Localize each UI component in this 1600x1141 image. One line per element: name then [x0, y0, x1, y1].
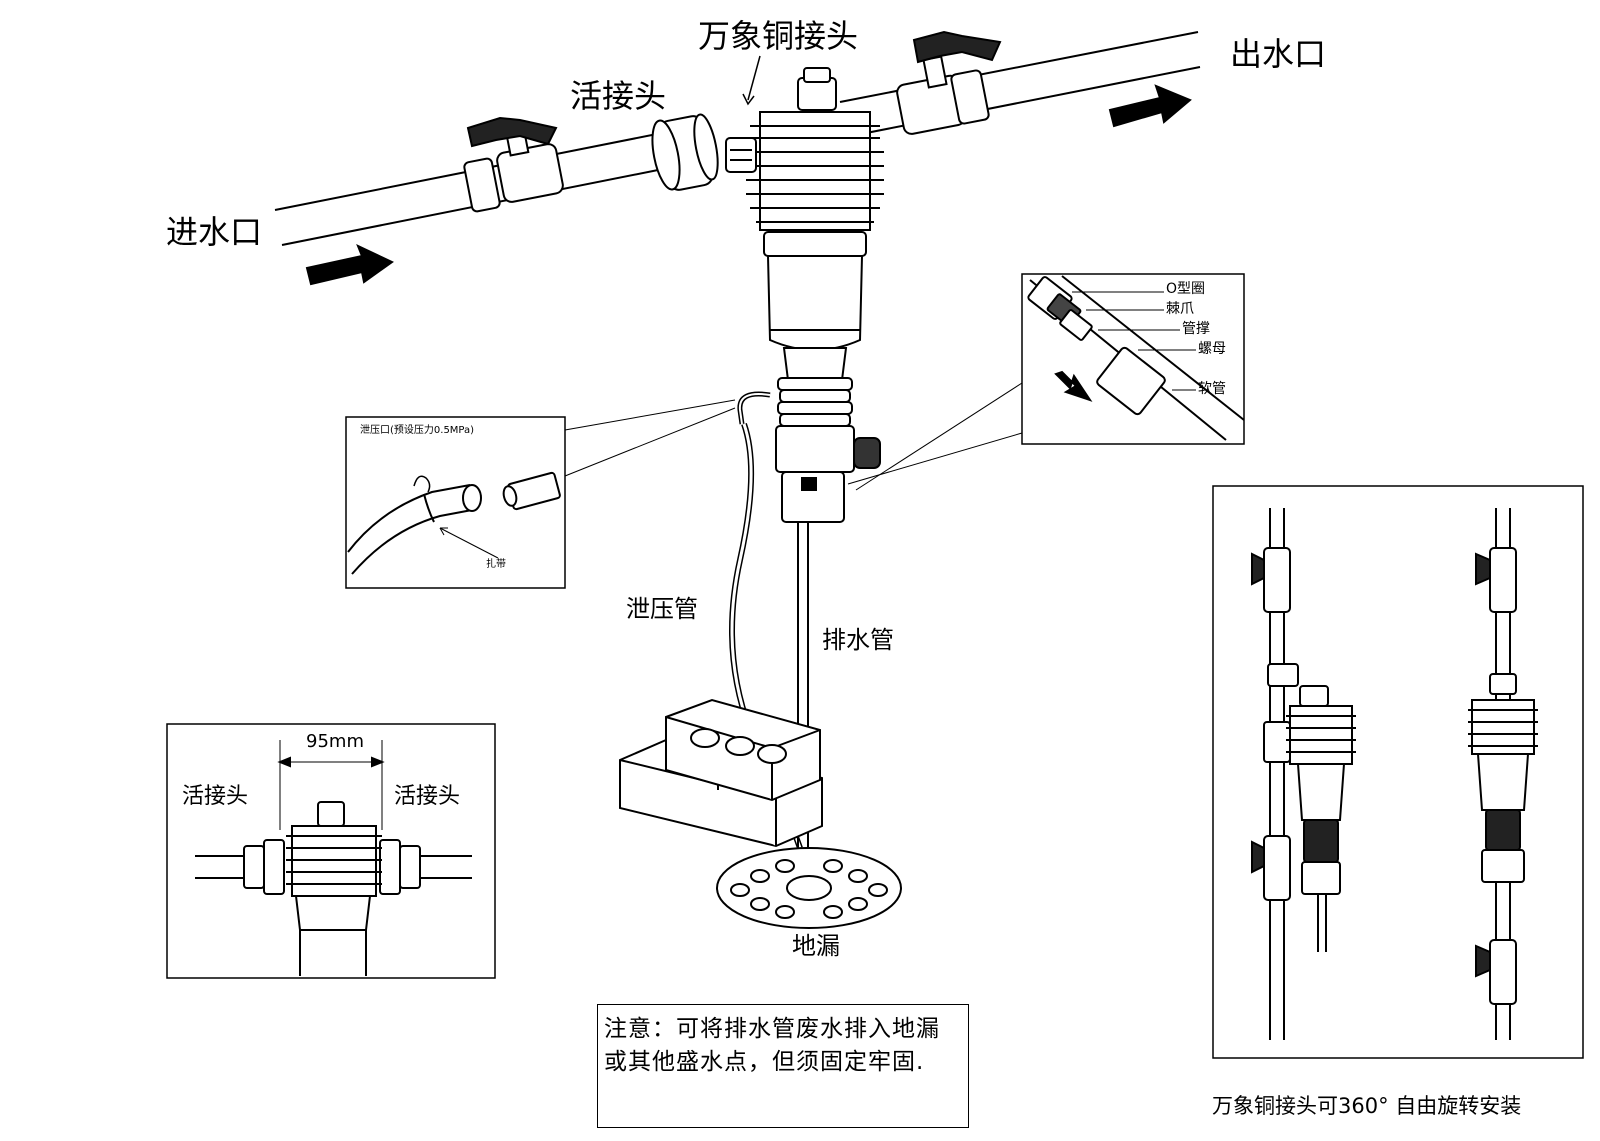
relief-port-inset [345, 416, 566, 589]
outlet-pipe [839, 31, 1201, 138]
fitting-callout-lines [847, 382, 1023, 491]
outlet-flow-arrow [1108, 84, 1192, 128]
relief-outlet [737, 391, 771, 425]
note-box: 注意：可将排水管废水排入地漏或其他盛水点，但须固定牢固. [597, 1004, 969, 1128]
claw-label: 棘爪 [1166, 301, 1194, 317]
relief-tube-label: 泄压管 [626, 595, 698, 623]
dimension-inset [166, 723, 496, 979]
union-left-label: 活接头 [182, 784, 249, 809]
cable-tie-label: 扎带 [486, 559, 506, 570]
inlet-flow-arrow [305, 244, 394, 286]
filter-head [725, 67, 884, 257]
filter-bowl [766, 255, 864, 381]
fitting-inset [1021, 273, 1245, 445]
bricks [619, 698, 823, 848]
rotation-caption: 万象铜接头可360° 自由旋转安装 [1212, 1094, 1522, 1118]
o-ring-label: O型圈 [1166, 281, 1206, 297]
tube-support-label: 管撑 [1182, 321, 1210, 337]
hose-label: 软管 [1198, 381, 1226, 397]
brass-universal-joint-label: 万象铜接头 [698, 17, 859, 55]
inlet-ball-valve [463, 116, 564, 213]
rotation-inset [1212, 485, 1584, 1059]
union-joint-label: 活接头 [570, 77, 667, 115]
outlet-ball-valve [896, 30, 1002, 135]
drain-tube-label: 排水管 [822, 626, 894, 654]
dimension-label: 95mm [306, 731, 364, 752]
union-joint [651, 113, 719, 191]
floor-drain [716, 847, 902, 929]
relief-port-label: 泄压口(预设压力0.5MPa) [360, 425, 475, 436]
relief-callout-lines [564, 399, 736, 477]
nut-label: 螺母 [1198, 341, 1226, 357]
union-right-label: 活接头 [394, 784, 461, 809]
water-inlet-label: 进水口 [166, 213, 263, 251]
brass-joint-pointer [747, 55, 761, 101]
note-text: 注意：可将排水管废水排入地漏或其他盛水点，但须固定牢固. [604, 1016, 940, 1075]
drain-valve [775, 377, 881, 523]
water-outlet-label: 出水口 [1230, 35, 1327, 73]
floor-drain-label: 地漏 [792, 932, 840, 960]
